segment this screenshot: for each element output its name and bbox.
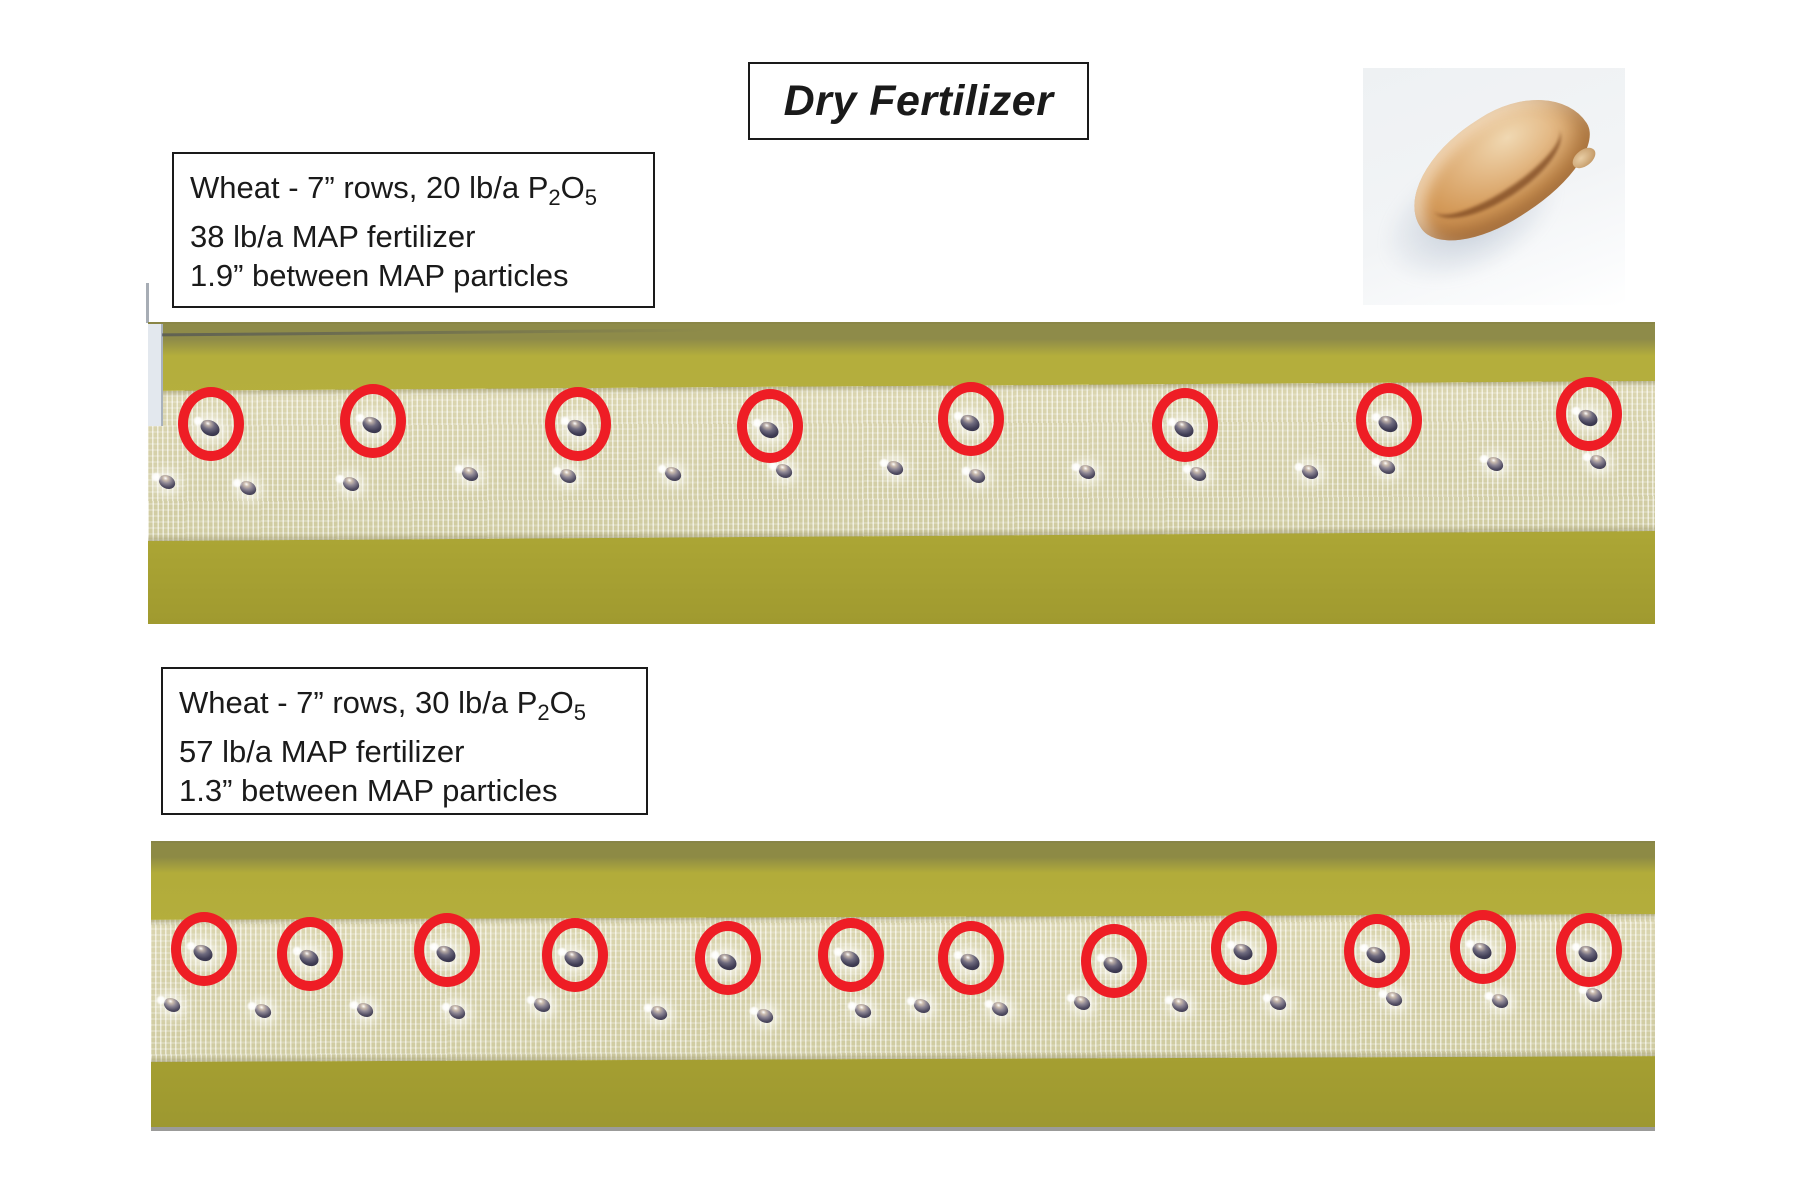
tape-photo-1 xyxy=(148,322,1655,624)
particle-glint xyxy=(1577,985,1589,995)
particle-glint xyxy=(1070,462,1082,472)
particle-glint xyxy=(440,1002,452,1012)
red-circle-annotation xyxy=(542,918,608,992)
spec-line-2: 57 lb/a MAP fertilizer xyxy=(179,734,465,770)
particle-glint xyxy=(1261,993,1273,1003)
particle-glint xyxy=(1065,993,1077,1003)
particle-glint xyxy=(231,478,243,488)
red-circle-annotation xyxy=(1152,388,1218,462)
particle-glint xyxy=(1293,462,1305,472)
spec-line-1: Wheat - 7” rows, 20 lb/a P2O5 xyxy=(190,170,597,211)
paper-edge-strip xyxy=(148,324,163,426)
particle-glint xyxy=(1181,464,1193,474)
particle-glint xyxy=(642,1003,654,1013)
tape-photo-2 xyxy=(151,841,1655,1131)
particle-glint xyxy=(334,474,346,484)
particle-glint xyxy=(960,466,972,476)
particle-glint xyxy=(983,999,995,1009)
spec-line-3: 1.3” between MAP particles xyxy=(179,773,558,809)
particle-glint xyxy=(878,458,890,468)
red-circle-annotation xyxy=(545,387,611,461)
particle-glint xyxy=(1377,989,1389,999)
particle-glint xyxy=(155,995,167,1005)
red-circle-annotation xyxy=(1211,911,1277,985)
red-circle-annotation xyxy=(737,389,803,463)
particle-glint xyxy=(551,466,563,476)
red-circle-annotation xyxy=(695,921,761,995)
red-circle-annotation xyxy=(178,387,244,461)
spec-box-top: Wheat - 7” rows, 20 lb/a P2O5 38 lb/a MA… xyxy=(172,152,655,308)
particle-layer xyxy=(151,843,1655,1127)
particle-glint xyxy=(348,1000,360,1010)
page-title: Dry Fertilizer xyxy=(783,76,1054,125)
particle-glint xyxy=(1581,452,1593,462)
red-circle-annotation xyxy=(938,921,1004,995)
red-circle-annotation xyxy=(938,382,1004,456)
particle-glint xyxy=(1163,995,1175,1005)
particle-glint xyxy=(846,1001,858,1011)
red-circle-annotation xyxy=(1450,910,1516,984)
red-circle-annotation xyxy=(818,918,884,992)
spec-line-2: 38 lb/a MAP fertilizer xyxy=(190,219,476,255)
spec-line-1: Wheat - 7” rows, 30 lb/a P2O5 xyxy=(179,685,586,726)
spec-box-bottom: Wheat - 7” rows, 30 lb/a P2O5 57 lb/a MA… xyxy=(161,667,648,815)
particle-glint xyxy=(748,1006,760,1016)
particle-layer xyxy=(148,324,1655,624)
red-circle-annotation xyxy=(1356,383,1422,457)
particle-glint xyxy=(905,996,917,1006)
red-circle-annotation xyxy=(414,913,480,987)
red-circle-annotation xyxy=(340,384,406,458)
spec-line-3: 1.9” between MAP particles xyxy=(190,258,569,294)
red-circle-annotation xyxy=(171,912,237,986)
red-circle-annotation xyxy=(1081,924,1147,998)
particle-glint xyxy=(1370,457,1382,467)
title-box: Dry Fertilizer xyxy=(748,62,1089,140)
particle-glint xyxy=(767,461,779,471)
particle-glint xyxy=(150,472,162,482)
scan-edge-line xyxy=(146,283,149,323)
particle-glint xyxy=(525,995,537,1005)
particle-glint xyxy=(656,464,668,474)
particle-glint xyxy=(246,1001,258,1011)
particle-glint xyxy=(1483,991,1495,1001)
particle-glint xyxy=(453,464,465,474)
wheat-kernel-photo xyxy=(1363,68,1625,305)
red-circle-annotation xyxy=(1556,377,1622,451)
red-circle-annotation xyxy=(277,917,343,991)
particle-glint xyxy=(1478,454,1490,464)
red-circle-annotation xyxy=(1344,914,1410,988)
red-circle-annotation xyxy=(1556,913,1622,987)
